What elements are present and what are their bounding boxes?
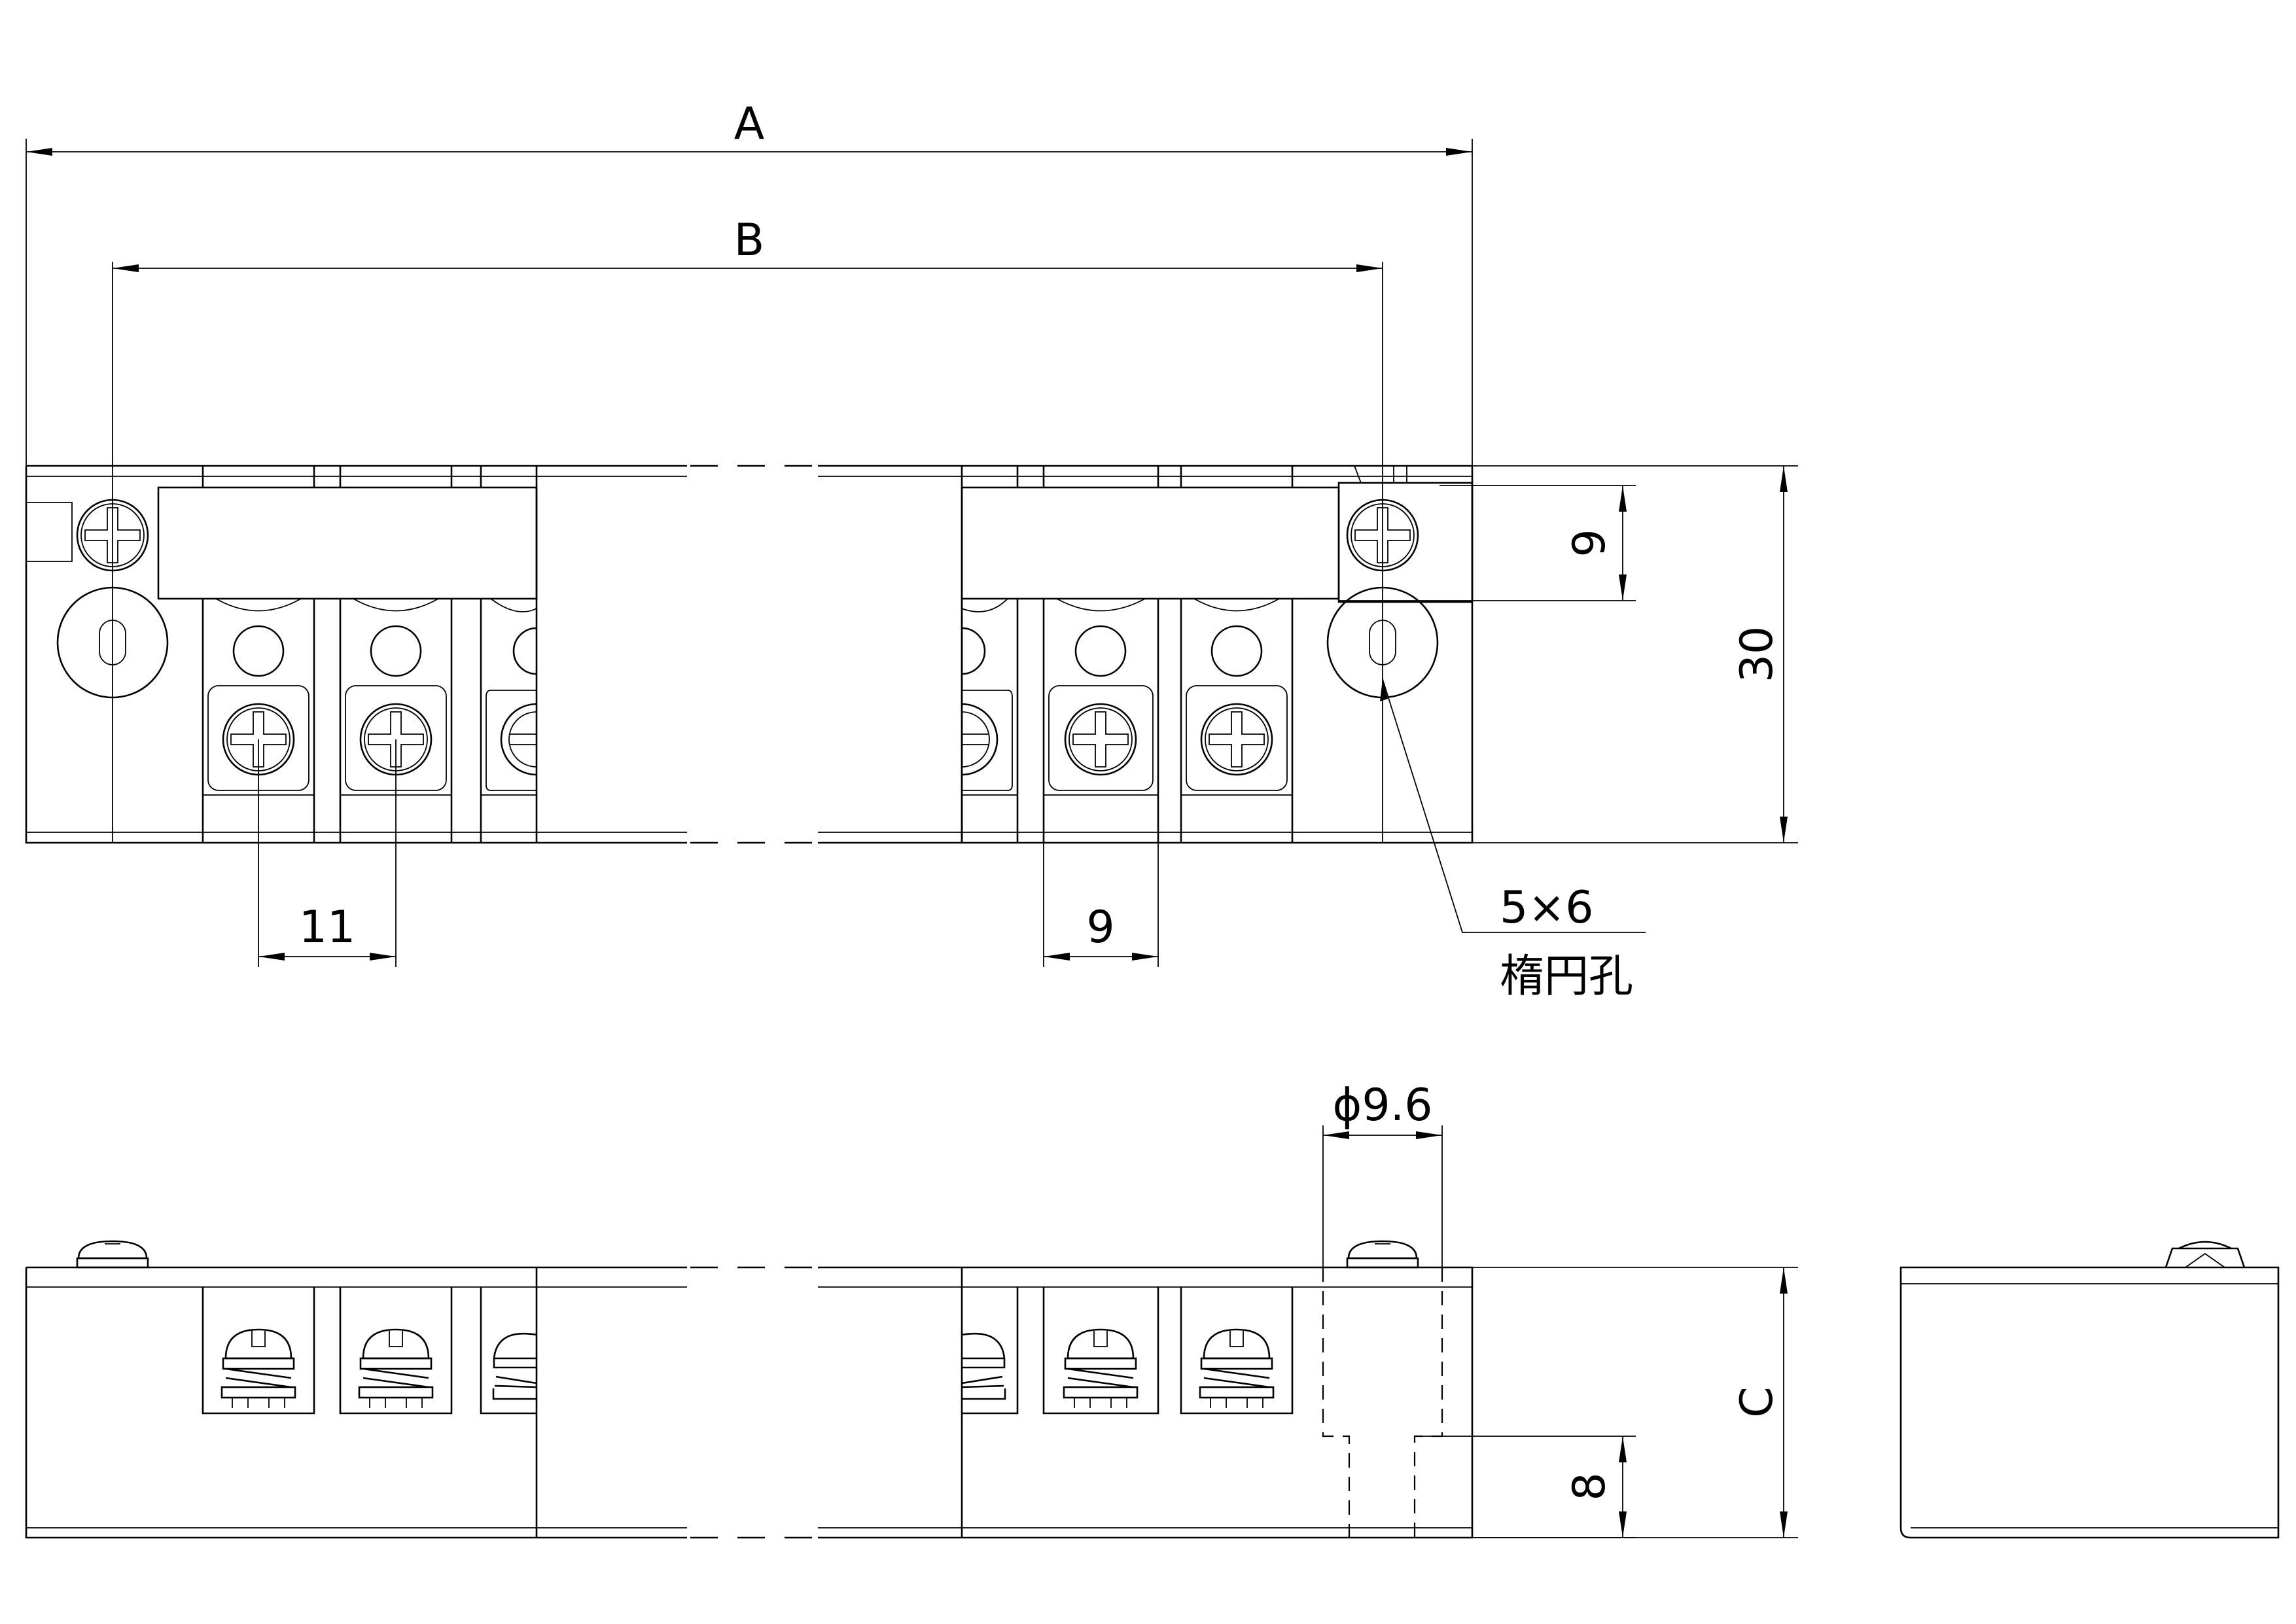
front-partial-screw-left bbox=[492, 1332, 537, 1400]
dimension-9-vertical-label: 9 bbox=[1564, 529, 1616, 557]
front-partial-screw-right bbox=[961, 1332, 1006, 1400]
top-view-terminal-5 bbox=[1043, 598, 1159, 796]
slot-size-label: 5×6 bbox=[1500, 882, 1594, 934]
dimension-diameter-label: ϕ9.6 bbox=[1333, 1080, 1433, 1131]
dimension-c-label: C bbox=[1731, 1386, 1783, 1417]
dimension-11: 11 bbox=[258, 739, 397, 967]
dimension-9-horizontal-label: 9 bbox=[1086, 902, 1114, 953]
dimension-9-horizontal: 9 bbox=[1043, 795, 1159, 967]
dimension-b-label: B bbox=[734, 215, 765, 266]
dimension-11-label: 11 bbox=[299, 902, 356, 953]
side-view bbox=[1899, 1241, 2280, 1539]
dimension-8: 8 bbox=[1415, 1436, 1636, 1538]
dimension-a: A bbox=[26, 98, 1473, 466]
side-view-screw bbox=[2164, 1241, 2246, 1268]
top-view-terminal-6 bbox=[1180, 598, 1293, 796]
dimension-b: B bbox=[112, 215, 1383, 843]
top-view-terminal-3 bbox=[480, 598, 537, 796]
front-view bbox=[25, 1240, 1474, 1539]
dimension-9-vertical: 9 bbox=[1339, 485, 1636, 601]
slot-callout: 5×6 楕円孔 bbox=[1380, 679, 1646, 1002]
dimension-8-label: 8 bbox=[1564, 1472, 1616, 1500]
dimension-30: 30 bbox=[1472, 465, 1798, 843]
dimension-30-label: 30 bbox=[1731, 626, 1783, 683]
top-view-terminal-4 bbox=[961, 598, 1018, 796]
top-view bbox=[25, 465, 1474, 844]
slot-type-label: 楕円孔 bbox=[1500, 951, 1633, 1002]
dimension-c: C bbox=[1472, 1267, 1798, 1538]
dimension-diameter: ϕ9.6 bbox=[1322, 1080, 1443, 1267]
dimension-a-label: A bbox=[734, 98, 765, 150]
